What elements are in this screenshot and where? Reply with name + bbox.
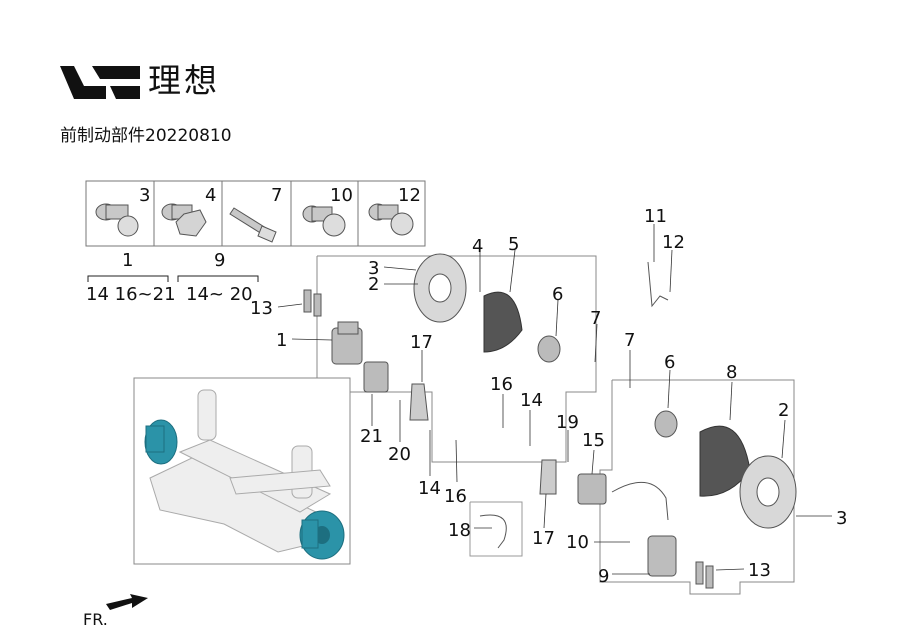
brake-caliper-lower	[577, 473, 607, 505]
callout-9: 9	[598, 566, 609, 587]
kit-group-b-number: 9	[214, 250, 225, 271]
callout-21: 21	[360, 426, 383, 447]
brake-pads-lower	[695, 561, 714, 589]
highlighted-front-right-brake	[299, 510, 345, 560]
callout-12: 12	[662, 232, 685, 253]
brake-disc-lower	[739, 455, 797, 529]
legend-number-12: 12	[398, 185, 421, 206]
callout-1: 1	[276, 330, 287, 351]
leader-lines	[277, 224, 832, 575]
callout-labels: 13 1 3 2 4 5 6 7 11 12 17 21 20 16 14 14…	[250, 206, 847, 587]
callout-19: 19	[556, 412, 579, 433]
callout-3-lower: 3	[836, 508, 847, 529]
callout-17-upper: 17	[410, 332, 433, 353]
guide-bracket-upper	[409, 383, 429, 421]
callout-6-upper: 6	[552, 284, 563, 305]
callout-7-lower: 7	[624, 330, 635, 351]
legend-number-3: 3	[139, 185, 150, 206]
callout-4-upper: 4	[472, 236, 483, 257]
callout-15: 15	[582, 430, 605, 451]
callout-2-lower: 2	[778, 400, 789, 421]
callout-14-right: 14	[520, 390, 543, 411]
callout-20: 20	[388, 444, 411, 465]
callout-18: 18	[448, 520, 471, 541]
page-subtitle: 前制动部件20220810	[60, 126, 232, 146]
callout-13-lower: 13	[748, 560, 771, 581]
wheel-hub-upper	[537, 335, 561, 363]
callout-5: 5	[508, 234, 519, 255]
front-direction-arrow-icon	[106, 594, 148, 610]
kit-group-a-members: 14 16~21	[86, 284, 176, 305]
hex-bolt-icon	[161, 203, 207, 237]
front-direction-label: FR.	[83, 610, 108, 629]
callout-16-lower: 16	[444, 486, 467, 507]
wear-sensor-wire	[611, 481, 669, 521]
callout-16-upper: 16	[490, 374, 513, 395]
kit-group-b-members: 14~ 20	[186, 284, 253, 305]
legend-number-4: 4	[205, 185, 216, 206]
callout-17-lower: 17	[532, 528, 555, 549]
legend-number-7: 7	[271, 185, 282, 206]
brake-disc-upper	[413, 253, 467, 323]
flange-bolt-icon	[95, 203, 139, 237]
brand-name: 理想	[148, 61, 220, 100]
brake-caliper-assembly-lower	[647, 535, 677, 577]
callout-11: 11	[644, 206, 667, 227]
long-bolt-icon	[229, 207, 277, 243]
callout-3-upper: 3	[368, 258, 379, 279]
speed-sensor-wire	[479, 514, 507, 549]
callout-6-lower: 6	[664, 352, 675, 373]
callout-2-upper: 2	[368, 274, 379, 295]
kit-group-a: 1 14 16~21	[86, 250, 176, 305]
shouldered-bolt-icon	[368, 203, 414, 236]
kit-group-a-number: 1	[122, 250, 133, 271]
kit-group-b: 9 14~ 20	[177, 250, 259, 305]
guide-bracket-lower	[539, 459, 557, 495]
callout-14-left: 14	[418, 478, 441, 499]
li-auto-logo-icon	[60, 66, 140, 99]
callout-8: 8	[726, 362, 737, 383]
legend-number-10: 10	[330, 185, 353, 206]
brake-carrier-upper	[363, 361, 389, 393]
sensor-boundary	[469, 501, 523, 557]
brake-caliper-assembly-upper	[331, 321, 363, 365]
highlighted-front-left-brake	[144, 419, 178, 465]
callout-7-upper: 7	[590, 308, 601, 329]
wheel-hub-lower	[654, 410, 678, 438]
lower-assembly-boundary	[599, 379, 795, 595]
sensor-cable-top	[647, 261, 669, 308]
dust-shield-upper	[483, 291, 523, 353]
fastener-legend: 3 4 7 10 12	[85, 180, 426, 247]
chassis-sketch	[149, 389, 332, 553]
brake-pads-upper	[303, 289, 322, 317]
collar-bolt-icon	[302, 205, 346, 237]
callout-10: 10	[566, 532, 589, 553]
callout-13-upper: 13	[250, 298, 273, 319]
